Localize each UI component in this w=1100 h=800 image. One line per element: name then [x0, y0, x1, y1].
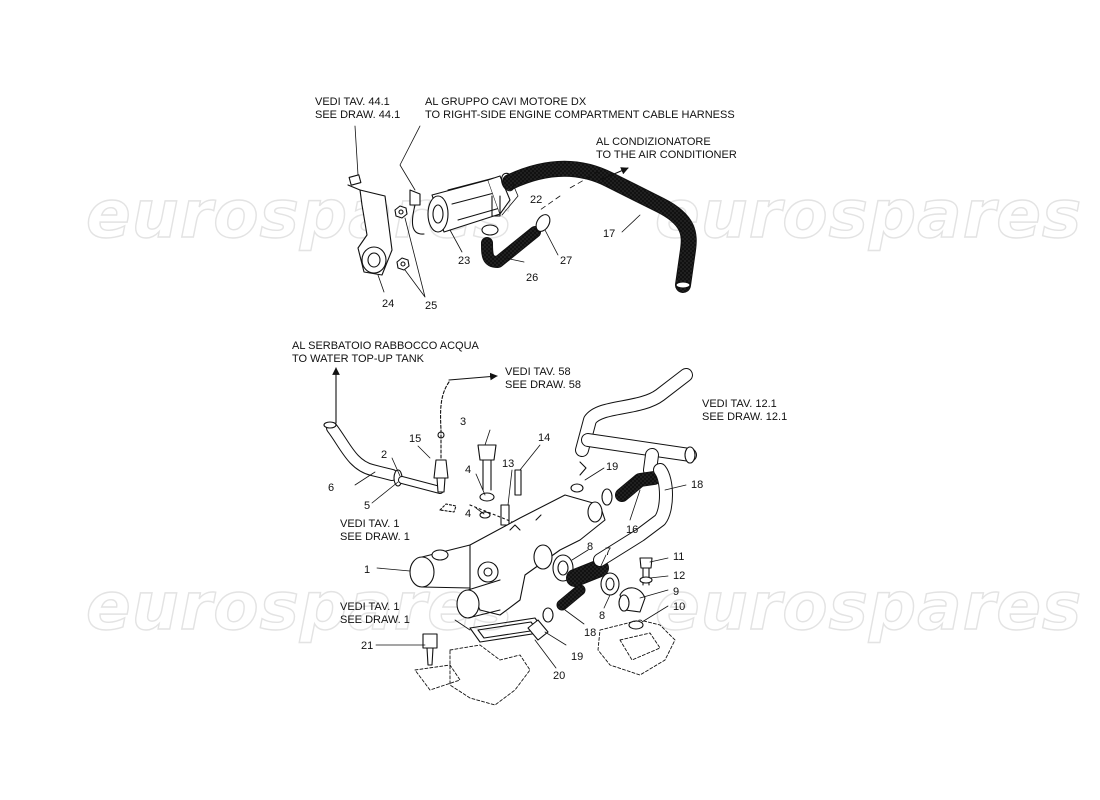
note-see-draw-1-lower: VEDI TAV. 1 SEE DRAW. 1 [340, 601, 410, 627]
part-number: 15 [409, 433, 422, 445]
part-number: 2 [381, 449, 388, 461]
part-number: 10 [673, 601, 686, 613]
note-it: VEDI TAV. 12.1 [702, 398, 777, 410]
note-see-draw-44-1: VEDI TAV. 44.1 SEE DRAW. 44.1 [315, 96, 400, 122]
part-number: 17 [603, 228, 616, 240]
note-en: TO RIGHT-SIDE ENGINE COMPARTMENT CABLE H… [425, 109, 735, 121]
note-see-draw-1-upper: VEDI TAV. 1 SEE DRAW. 1 [340, 518, 410, 544]
part-number: 25 [425, 300, 438, 312]
note-water-top-up-tank: AL SERBATOIO RABBOCCO ACQUA TO WATER TOP… [292, 340, 479, 366]
part-number: 18 [584, 627, 597, 639]
part-number: 27 [560, 255, 573, 267]
part-number: 18 [691, 479, 704, 491]
part-number: 7 [605, 546, 612, 558]
part-number: 12 [673, 570, 686, 582]
note-cable-harness: AL GRUPPO CAVI MOTORE DX TO RIGHT-SIDE E… [425, 96, 735, 122]
note-en: SEE DRAW. 12.1 [702, 411, 788, 423]
note-air-conditioner: AL CONDIZIONATORE TO THE AIR CONDITIONER [596, 136, 737, 162]
watermark-bottom-right: eurospares [654, 567, 1083, 645]
part-number: 22 [530, 194, 543, 206]
part-number: 9 [673, 586, 680, 598]
note-it: VEDI TAV. 1 [340, 601, 400, 613]
part-number: 4 [465, 508, 472, 520]
note-it: VEDI TAV. 58 [505, 366, 571, 378]
note-en: TO WATER TOP-UP TANK [292, 353, 425, 365]
watermark-bottom-left: eurospares [85, 567, 514, 645]
watermark-top-right: eurospares [654, 175, 1083, 253]
part-number: 4 [465, 464, 472, 476]
note-see-draw-12-1: VEDI TAV. 12.1 SEE DRAW. 12.1 [702, 398, 787, 424]
part-number: 13 [502, 458, 515, 470]
note-it: VEDI TAV. 44.1 [315, 96, 390, 108]
part-number: 3 [460, 416, 467, 428]
part-number: 21 [361, 640, 374, 652]
part-number: 19 [571, 651, 584, 663]
nut-part-25 [394, 205, 410, 271]
water-manifold-part-1 [409, 494, 606, 619]
part-number: 26 [526, 272, 539, 284]
note-it: VEDI TAV. 1 [340, 518, 400, 530]
note-en: SEE DRAW. 1 [340, 531, 410, 543]
note-it: AL CONDIZIONATORE [596, 136, 711, 148]
part-number: 11 [673, 551, 685, 563]
note-see-draw-58: VEDI TAV. 58 SEE DRAW. 58 [505, 366, 581, 392]
note-en: SEE DRAW. 1 [340, 614, 410, 626]
note-en: SEE DRAW. 58 [505, 379, 582, 391]
part-number: 19 [606, 461, 619, 473]
bracket-part-24 [347, 174, 393, 276]
part-number: 5 [364, 500, 371, 512]
part-number: 16 [626, 524, 639, 536]
note-en: SEE DRAW. 44.1 [315, 109, 401, 121]
part-number: 1 [364, 564, 371, 576]
part-number: 6 [328, 482, 335, 494]
part-number: 20 [553, 670, 566, 682]
note-en: TO THE AIR CONDITIONER [596, 149, 737, 161]
part-number: 14 [538, 432, 551, 444]
part-number: 8 [599, 610, 606, 622]
note-it: AL GRUPPO CAVI MOTORE DX [425, 96, 587, 108]
pump-part-23 [427, 175, 511, 233]
part-number: 24 [382, 298, 395, 310]
part-number: 8 [587, 541, 594, 553]
note-it: AL SERBATOIO RABBOCCO ACQUA [292, 340, 479, 352]
part-number: 23 [458, 255, 471, 267]
